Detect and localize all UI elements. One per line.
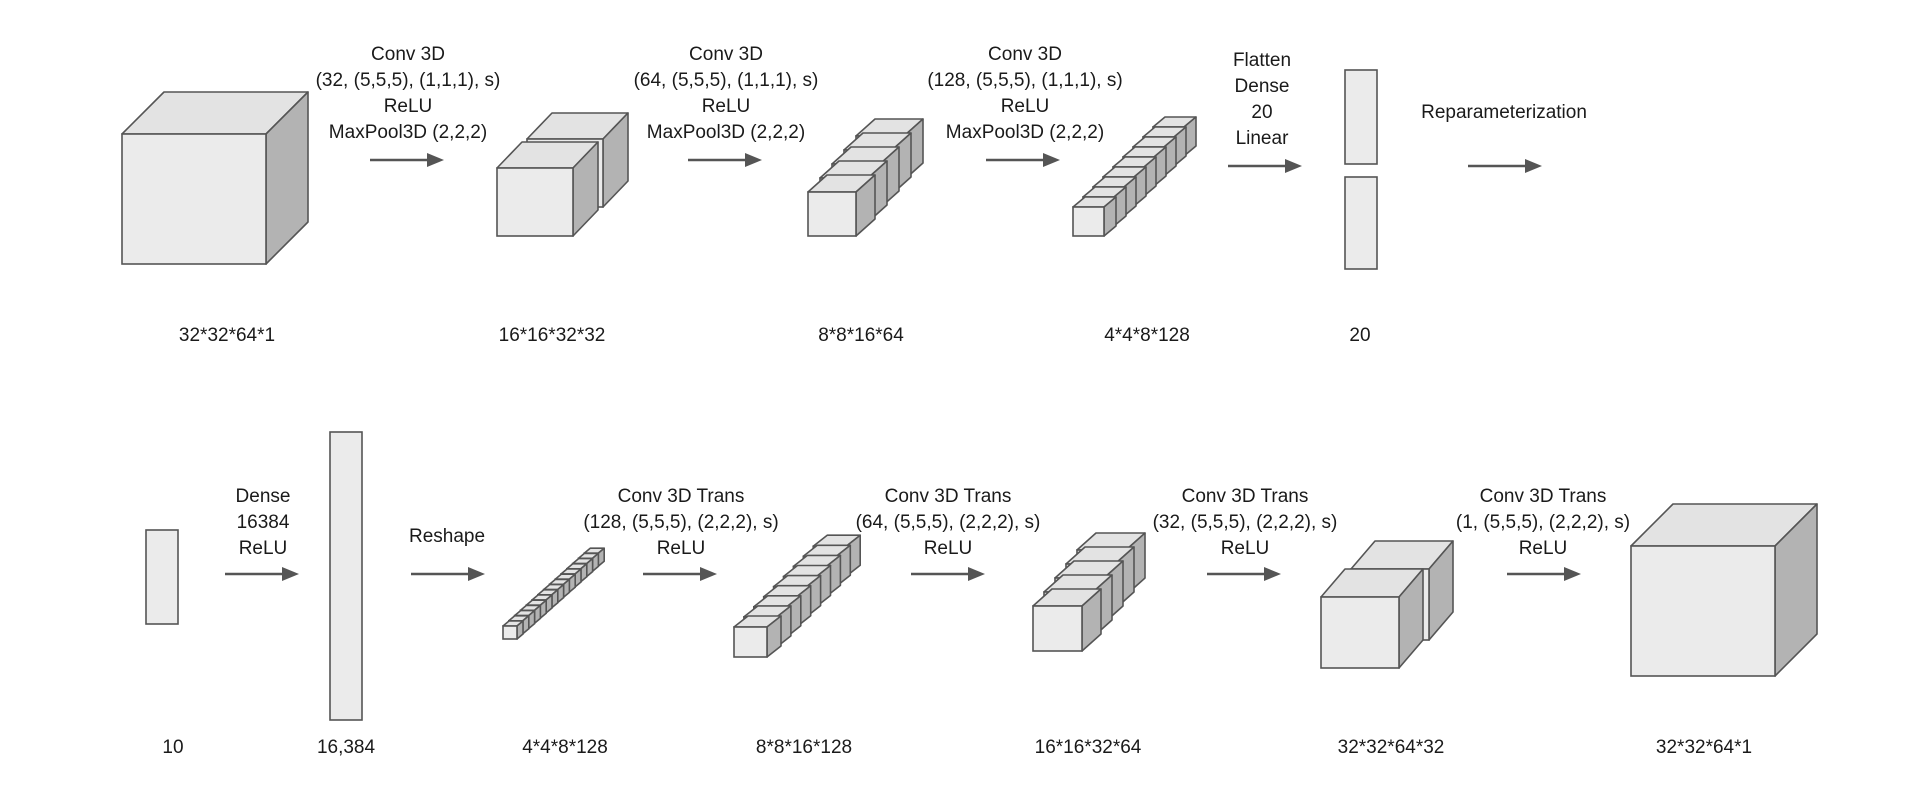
encoder-arrow-5 — [1468, 159, 1542, 173]
decoder-size-label-3: 4*4*8*128 — [522, 737, 608, 758]
reshape-feature-maps — [502, 547, 606, 640]
encoder-size-label-2: 16*16*32*32 — [499, 325, 606, 346]
op-label-line: Reparameterization — [1421, 102, 1587, 123]
op-label-line: ReLU — [1519, 538, 1568, 559]
decoder-arrow-3 — [643, 567, 717, 581]
op-label-line: MaxPool3D (2,2,2) — [946, 122, 1104, 143]
op-label-line: (128, (5,5,5), (1,1,1), s) — [927, 70, 1122, 91]
latent-mean-bar — [1344, 69, 1378, 165]
input-volume-cube — [121, 91, 309, 265]
feature-map-cube — [1320, 568, 1424, 669]
op-label-line: (32, (5,5,5), (2,2,2), s) — [1153, 512, 1338, 533]
op-label-line: ReLU — [1001, 96, 1050, 117]
op-label-line: ReLU — [924, 538, 973, 559]
cube-front-face — [1320, 596, 1400, 669]
encoder-op-label-2: Conv 3D (64, (5,5,5), (1,1,1), s) ReLU MaxP… — [634, 44, 819, 143]
op-label-line: Linear — [1236, 128, 1289, 149]
encoder-op-label-1: Conv 3D (32, (5,5,5), (1,1,1), s) ReLU MaxP… — [316, 44, 501, 143]
cube-front-face — [1032, 605, 1083, 652]
decoder-size-label-2: 16,384 — [317, 737, 376, 758]
op-label-line: ReLU — [384, 96, 433, 117]
latent-logvar-bar — [1344, 176, 1378, 270]
conv1-feature-maps — [496, 112, 629, 237]
op-label-line: Conv 3D — [689, 44, 763, 65]
op-label-line: 16384 — [237, 512, 290, 533]
op-label-line: Reshape — [409, 526, 485, 547]
feature-map-cube — [502, 620, 524, 640]
op-label-line: Dense — [236, 486, 291, 507]
op-label-line: (32, (5,5,5), (1,1,1), s) — [316, 70, 501, 91]
encoder-arrow-2 — [688, 153, 762, 167]
op-label-line: (128, (5,5,5), (2,2,2), s) — [583, 512, 778, 533]
cube-front-face — [1072, 206, 1105, 237]
latent-sample-bar — [145, 529, 179, 625]
encoder-size-label-4: 4*4*8*128 — [1104, 325, 1190, 346]
cube-front-face — [733, 626, 768, 658]
encoder-op-label-5: Reparameterization — [1421, 102, 1587, 123]
decoder-op-label-4: Conv 3D Trans (64, (5,5,5), (2,2,2), s) Re… — [856, 486, 1041, 559]
decoder-size-label-4: 8*8*16*128 — [756, 737, 852, 758]
decoder-size-label-6: 32*32*64*32 — [1338, 737, 1445, 758]
dense-output-bar — [329, 431, 363, 721]
encoder-op-label-3: Conv 3D (128, (5,5,5), (1,1,1), s) ReLU Max… — [927, 44, 1122, 143]
cube-front-face — [502, 625, 518, 640]
op-label-line: ReLU — [657, 538, 706, 559]
decoder-size-label-1: 10 — [162, 737, 183, 758]
op-label-line: ReLU — [1221, 538, 1270, 559]
deconv2-feature-maps — [1032, 532, 1146, 652]
op-label-line: (1, (5,5,5), (2,2,2), s) — [1456, 512, 1630, 533]
deconv3-feature-maps — [1320, 540, 1454, 669]
feature-map-cube — [807, 174, 876, 237]
encoder-size-label-1: 32*32*64*1 — [179, 325, 275, 346]
decoder-arrow-2 — [411, 567, 485, 581]
decoder-arrow-5 — [1207, 567, 1281, 581]
op-label-line: Dense — [1235, 76, 1290, 97]
op-label-line: (64, (5,5,5), (1,1,1), s) — [634, 70, 819, 91]
conv3-feature-maps — [1072, 116, 1197, 237]
op-label-line: (64, (5,5,5), (2,2,2), s) — [856, 512, 1041, 533]
decoder-size-label-7: 32*32*64*1 — [1656, 737, 1752, 758]
deconv1-feature-maps — [733, 534, 862, 658]
op-label-line: Flatten — [1233, 50, 1291, 71]
op-label-line: Conv 3D Trans — [618, 486, 745, 507]
conv2-feature-maps — [807, 118, 924, 237]
decoder-op-label-6: Conv 3D Trans (1, (5,5,5), (2,2,2), s) ReL… — [1456, 486, 1630, 559]
cube-front-face — [807, 191, 857, 237]
feature-map-cube — [1072, 196, 1117, 237]
op-label-line: MaxPool3D (2,2,2) — [647, 122, 805, 143]
feature-map-cube — [733, 615, 782, 658]
op-label-line: 20 — [1251, 102, 1272, 123]
cube-front-face — [121, 133, 267, 265]
encoder-size-label-3: 8*8*16*64 — [818, 325, 904, 346]
encoder-size-label-5: 20 — [1349, 325, 1370, 346]
op-label-line: ReLU — [702, 96, 751, 117]
feature-map-cube — [496, 141, 599, 237]
encoder-arrow-1 — [370, 153, 444, 167]
feature-map-cube — [1032, 588, 1102, 652]
decoder-size-label-5: 16*16*32*64 — [1035, 737, 1142, 758]
decoder-op-label-5: Conv 3D Trans (32, (5,5,5), (2,2,2), s) Re… — [1153, 486, 1338, 559]
op-label-line: ReLU — [239, 538, 288, 559]
decoder-op-label-3: Conv 3D Trans (128, (5,5,5), (2,2,2), s) R… — [583, 486, 778, 559]
encoder-arrow-4 — [1228, 159, 1302, 173]
op-label-line: Conv 3D Trans — [885, 486, 1012, 507]
op-label-line: MaxPool3D (2,2,2) — [329, 122, 487, 143]
decoder-op-label-2: Reshape — [409, 526, 485, 547]
encoder-arrow-3 — [986, 153, 1060, 167]
cube-front-face — [496, 167, 574, 237]
decoder-arrow-4 — [911, 567, 985, 581]
op-label-line: Conv 3D Trans — [1182, 486, 1309, 507]
op-label-line: Conv 3D — [988, 44, 1062, 65]
cube-front-face — [1630, 545, 1776, 677]
decoder-arrow-1 — [225, 567, 299, 581]
decoder-arrow-6 — [1507, 567, 1581, 581]
op-label-line: Conv 3D Trans — [1480, 486, 1607, 507]
op-label-line: Conv 3D — [371, 44, 445, 65]
output-volume-cube — [1630, 503, 1818, 677]
